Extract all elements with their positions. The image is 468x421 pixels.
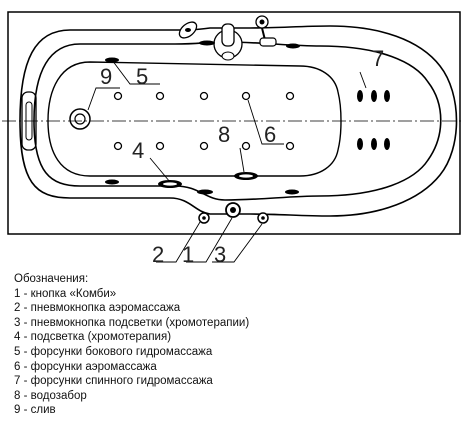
callout-9: 9 [100,64,112,89]
back-massage-jets [357,90,390,150]
water-intake [234,172,258,180]
callout-3: 3 [214,242,226,267]
front-buttons [198,202,269,224]
lighting-lamp [158,180,182,188]
callout-4: 4 [132,138,144,163]
callout-1: 1 [182,242,194,267]
tub-outer-contour [19,25,458,217]
callout-8: 8 [218,122,230,147]
tub-inner-seat-contour [47,61,342,177]
faucet-tip [221,51,235,61]
callout-5: 5 [136,64,148,89]
legend-item: 8 - водозабор [14,389,87,402]
legend-item: 4 - подсветка (хромотерапия) [14,331,172,344]
legend-title: Обозначения: [14,273,89,285]
bottom-side-jets [105,179,299,195]
tub-outer-frame [7,11,461,235]
legend-item: 7 - форсунки спинного гидромассажа [14,375,213,388]
callout-2: 2 [152,242,164,267]
legend-item: 3 - пневмокнопка подсветки (хромотерапии… [14,316,250,329]
left-handle [178,21,198,39]
callout-7: 7 [372,46,384,71]
bathtub-top-view-diagram: 9 5 4 8 6 7 2 1 3 [2,11,462,267]
legend-item: 6 - форсунки аэромассажа [14,360,157,373]
faucet-spout [221,23,235,47]
aeromassage-jets [113,91,295,151]
headrest-inner [25,101,33,141]
headrest-plate [21,91,37,151]
legend-item: 1 - кнопка «Комби» [14,287,117,300]
legend-item: 5 - форсунки бокового гидромассажа [14,345,213,358]
callout-6: 6 [264,122,276,147]
right-handle [255,15,277,47]
drain-outer-ring [69,108,91,130]
legend-item: 9 - слив [14,404,56,417]
legend-item: 2 - пневмокнопка аэромассажа [14,302,181,315]
drain-inner-ring [74,113,86,125]
legend: Обозначения: 1 - кнопка «Комби» 2 - пнев… [14,272,249,418]
callout-leaders [87,59,367,263]
